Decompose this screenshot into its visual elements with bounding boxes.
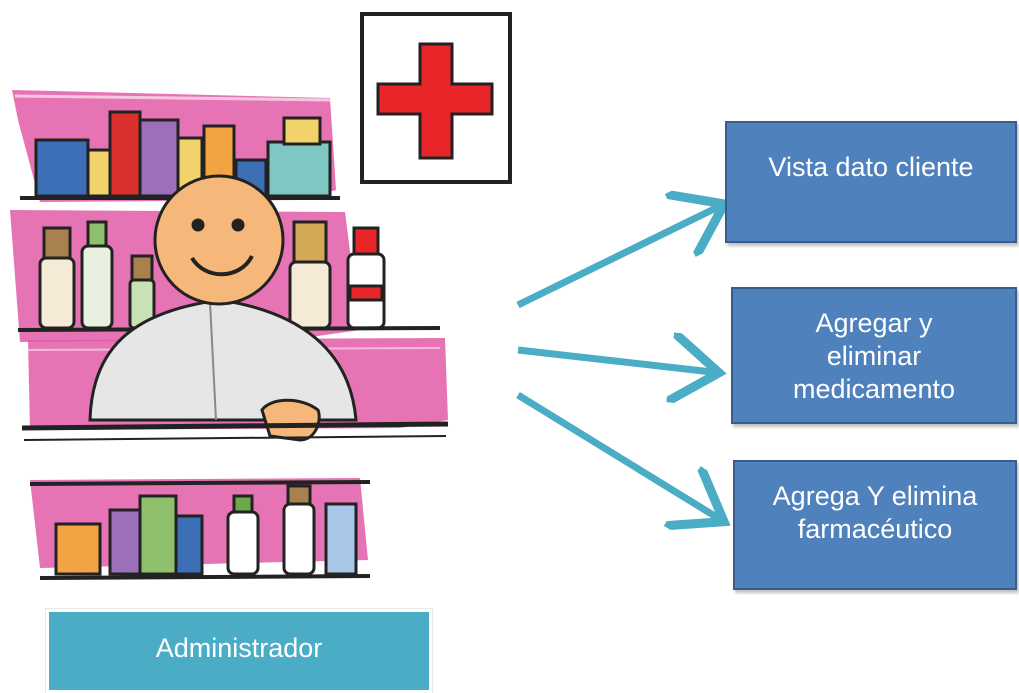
arrow-icon [516, 392, 718, 518]
action-box-vista-dato-cliente: Vista dato cliente [725, 121, 1017, 243]
action-box-agregar-eliminar-medicamento: Agregar y eliminar medicamento [731, 287, 1017, 424]
action-label: Vista dato cliente [768, 152, 974, 182]
action-label: Agrega Y elimina farmacéutico [772, 481, 978, 544]
middle-shelf-bottles [38, 220, 386, 330]
role-label: Administrador [155, 632, 323, 663]
red-cross-icon [360, 12, 512, 184]
bottom-shelf-items [54, 484, 358, 576]
pharmacist-illustration [10, 12, 512, 580]
role-box-administrador: Administrador [46, 609, 432, 693]
bottom-shelf [39, 574, 371, 580]
counter [21, 421, 449, 431]
action-label: Agregar y eliminar medicamento [792, 308, 956, 404]
arrow-icon [516, 207, 718, 309]
action-box-agrega-elimina-farmaceutico: Agrega Y elimina farmacéutico [733, 460, 1017, 590]
arrow-icon [517, 350, 712, 372]
pharmacist-figure [88, 174, 358, 442]
